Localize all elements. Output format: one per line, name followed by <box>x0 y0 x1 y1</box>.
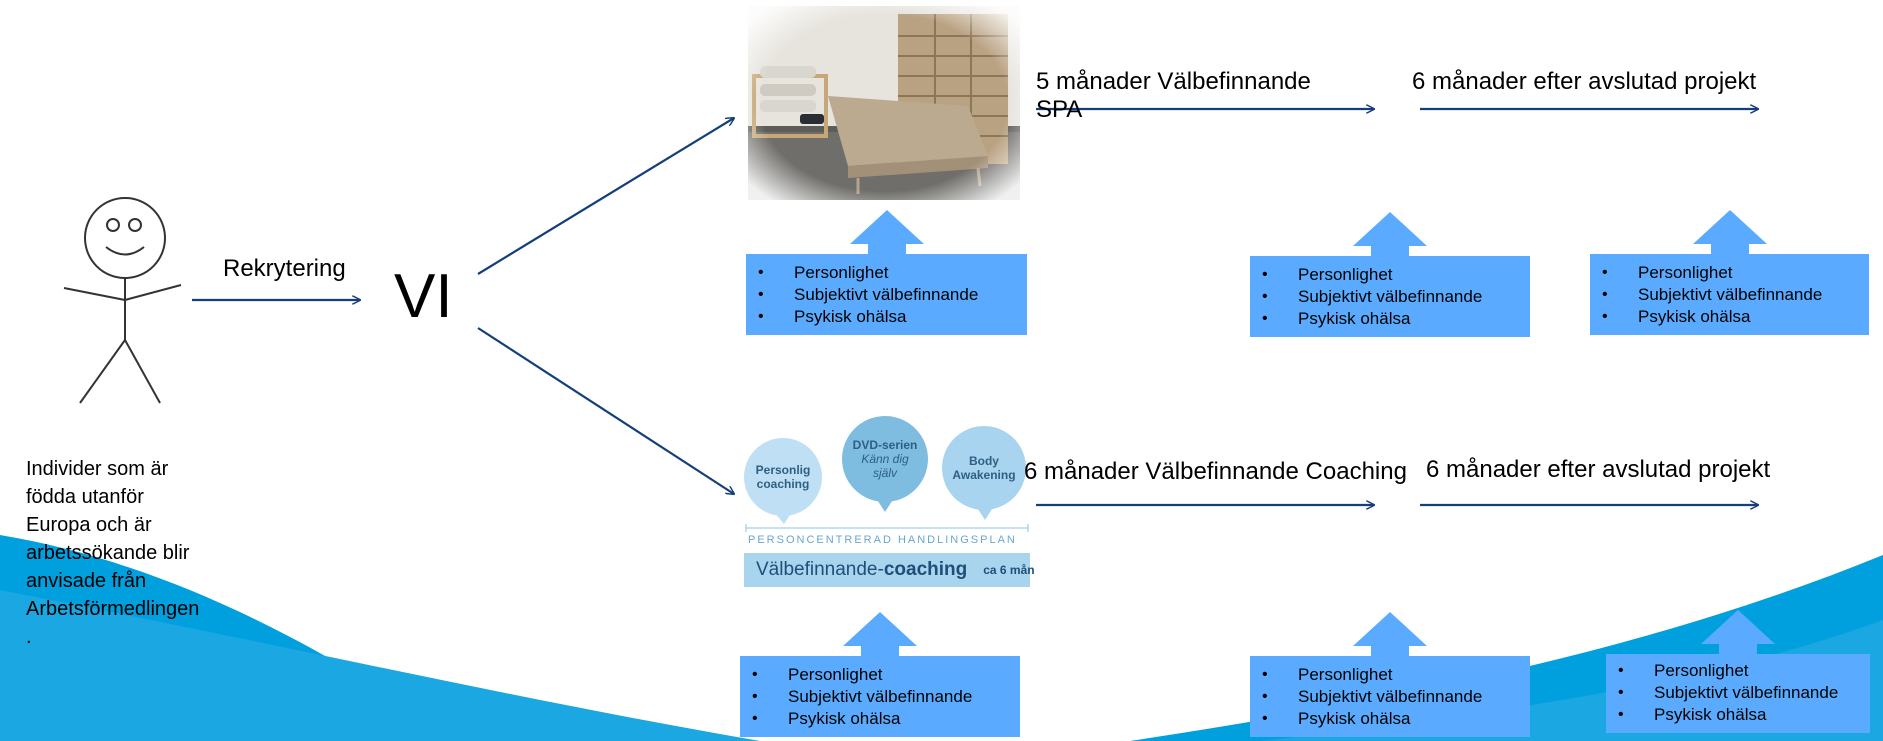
up-arrow-icon <box>850 210 924 256</box>
bubble-line: DVD-serien <box>852 438 918 452</box>
bubble-line: Awakening <box>952 468 1016 482</box>
measure-box: Personlighet Subjektivt välbefinnande Ps… <box>740 656 1020 737</box>
vi-node-label: VI <box>394 262 453 331</box>
measure-item: Personlighet <box>1618 660 1870 682</box>
measure-group-coaching-end: Personlighet Subjektivt välbefinnande Ps… <box>1250 612 1530 737</box>
bubble-line: Känn dig <box>853 452 918 466</box>
measure-item: Subjektivt välbefinnande <box>758 284 1027 306</box>
plan-label: PERSONCENTRERAD HANDLINGSPLAN <box>748 534 1017 546</box>
measure-item: Personlighet <box>1262 664 1530 686</box>
measure-box: Personlighet Subjektivt välbefinnande Ps… <box>1250 256 1530 337</box>
person-line: Arbetsförmedlingen <box>26 598 200 620</box>
person-line: arbetssökande blir <box>26 542 190 564</box>
person-description: Individer som är födda utanför Europa oc… <box>26 455 246 651</box>
bubble-line: Body <box>968 454 999 468</box>
stick-figure-icon <box>63 197 182 404</box>
bubble-italic-line: Känn dig <box>861 452 909 466</box>
measure-item: Personlighet <box>752 664 1020 686</box>
measure-box: Personlighet Subjektivt välbefinnande Ps… <box>1590 254 1869 335</box>
spa-room-photo <box>748 6 1020 200</box>
bubble-tails <box>745 498 1029 532</box>
plan-duration: ca 6 mån <box>983 563 1035 577</box>
recruitment-label: Rekrytering <box>223 255 346 282</box>
person-line: anvisade från <box>26 570 147 592</box>
up-arrow-icon <box>843 612 917 658</box>
measure-item: Personlighet <box>1602 262 1869 284</box>
spa-followup-label: 6 månader efter avslutad projekt <box>1412 68 1757 95</box>
bubble-line: själv <box>853 466 918 480</box>
up-arrow-icon <box>1353 212 1427 258</box>
measure-item: Personlighet <box>758 262 1027 284</box>
bubble-italic-line: själv <box>872 466 897 480</box>
plan-title-prefix: Välbefinnande- <box>756 559 884 580</box>
measure-group-spa-followup: Personlighet Subjektivt välbefinnande Ps… <box>1590 210 1869 335</box>
measure-item: Psykisk ohälsa <box>1262 308 1530 330</box>
coaching-followup-label: 6 månader efter avslutad projekt <box>1426 456 1771 483</box>
measure-box: Personlighet Subjektivt välbefinnande Ps… <box>1250 656 1530 737</box>
measure-item: Personlighet <box>1262 264 1530 286</box>
measure-item: Psykisk ohälsa <box>1262 708 1530 730</box>
up-arrow-icon <box>1701 610 1775 656</box>
measure-group-spa-start: Personlighet Subjektivt välbefinnande Ps… <box>746 210 1027 335</box>
measure-group-coaching-followup: Personlighet Subjektivt välbefinnande Ps… <box>1606 610 1870 733</box>
measure-group-spa-end: Personlighet Subjektivt välbefinnande Ps… <box>1250 212 1530 337</box>
measure-group-coaching-start: Personlighet Subjektivt välbefinnande Ps… <box>740 612 1020 737</box>
measure-item: Psykisk ohälsa <box>758 306 1027 328</box>
arrow-to-spa <box>477 118 734 275</box>
measure-box: Personlighet Subjektivt välbefinnande Ps… <box>1606 654 1870 733</box>
arrow-to-coaching <box>477 327 734 494</box>
spa-phase-label: 5 månader Välbefinnande SPA <box>1036 68 1311 123</box>
measure-item: Subjektivt välbefinnande <box>1262 286 1530 308</box>
coaching-illustration: Personlig coaching DVD-serien Känn dig s… <box>744 416 1035 588</box>
plan-title: Välbefinnande-coaching <box>756 559 967 581</box>
measure-box: Personlighet Subjektivt välbefinnande Ps… <box>746 254 1027 335</box>
bubble-personlig-coaching: Personlig coaching <box>744 438 822 516</box>
up-arrow-icon <box>1693 210 1767 256</box>
bubble-line: coaching <box>756 477 810 491</box>
bubble-dvd-serien: DVD-serien Känn dig själv <box>842 416 928 502</box>
person-line: Europa och är <box>26 514 152 536</box>
wave-band <box>0 590 760 741</box>
measure-item: Subjektivt välbefinnande <box>1262 686 1530 708</box>
plan-bar: Välbefinnande-coaching ca 6 mån <box>744 553 1035 587</box>
bubble-body-awakening: Body Awakening <box>942 426 1026 510</box>
coaching-phase-label: 6 månader Välbefinnande Coaching <box>1024 458 1407 485</box>
person-line: Individer som är <box>26 458 169 480</box>
measure-item: Psykisk ohälsa <box>752 708 1020 730</box>
measure-item: Subjektivt välbefinnande <box>1602 284 1869 306</box>
bubble-line: Personlig <box>755 463 811 477</box>
measure-item: Psykisk ohälsa <box>1602 306 1869 328</box>
person-line: födda utanför <box>26 486 144 508</box>
person-line: . <box>26 626 32 648</box>
measure-item: Subjektivt välbefinnande <box>752 686 1020 708</box>
measure-item: Psykisk ohälsa <box>1618 704 1870 726</box>
plan-title-bold: coaching <box>883 559 968 580</box>
up-arrow-icon <box>1353 612 1427 658</box>
measure-item: Subjektivt välbefinnande <box>1618 682 1870 704</box>
